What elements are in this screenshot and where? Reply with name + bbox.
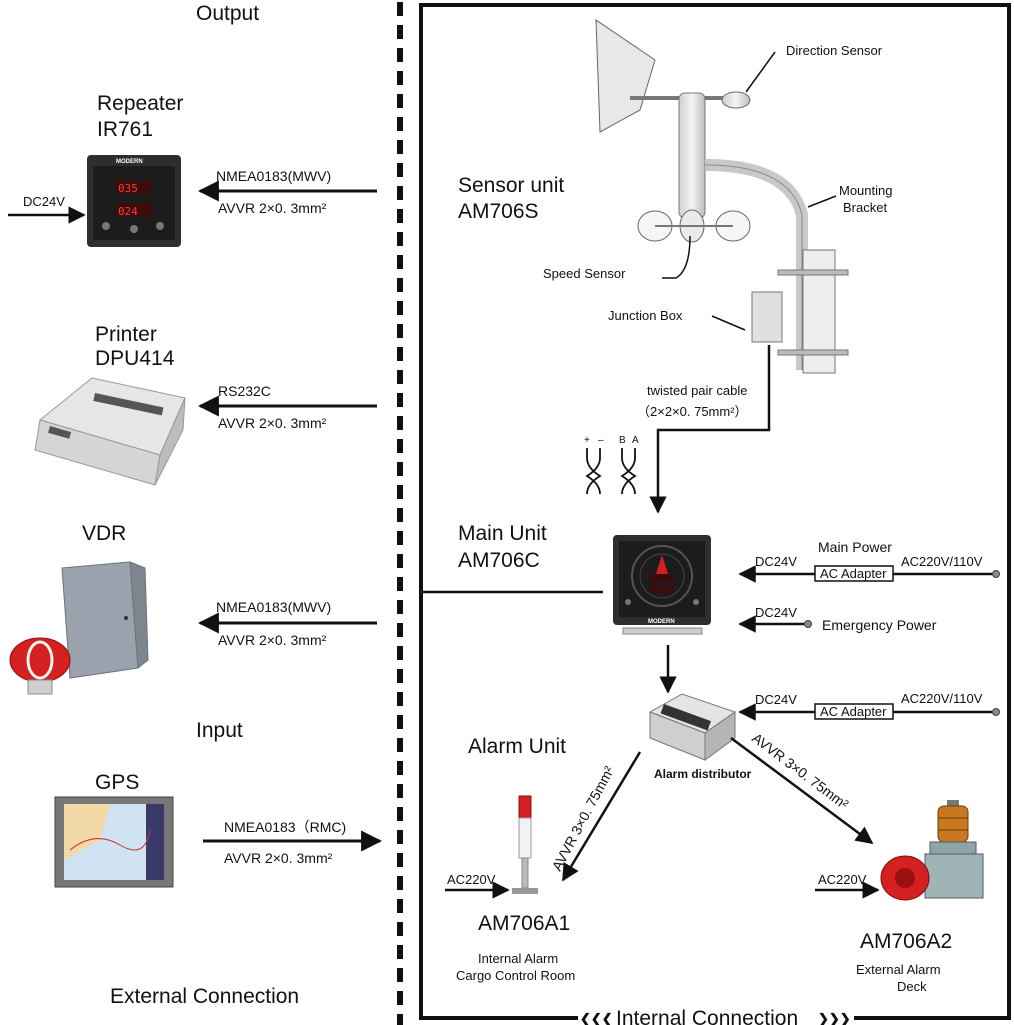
a1-desc-1: Internal Alarm [478, 951, 558, 966]
sensor-unit-model: AM706S [458, 200, 539, 223]
main-unit-name: Main Unit [458, 522, 547, 545]
mounting-bracket-label-1: Mounting [839, 183, 892, 198]
repeater-brand: MODERN [116, 159, 143, 165]
chevrons-right: ❯❯❯ [818, 1011, 851, 1025]
line-b: B [619, 435, 626, 446]
polarity-plus: + [584, 435, 590, 446]
direction-sensor-leader [745, 51, 776, 93]
junction-box-leader [711, 315, 746, 331]
a1-desc-2: Cargo Control Room [456, 968, 575, 983]
main-power-ac: AC220V/110V [901, 554, 983, 569]
repeater-signal: NMEA0183(MWV) [216, 168, 331, 184]
a1-power-label: AC220V [447, 872, 496, 887]
printer-name: Printer [95, 323, 157, 346]
main-power-label: Main Power [818, 539, 892, 555]
a2-desc-2: Deck [897, 979, 927, 994]
repeater-device: 035 024 [87, 155, 181, 247]
emergency-power-terminal [804, 620, 812, 628]
internal-label-bg [578, 1006, 854, 1025]
cable-to-a2-arrow [730, 736, 874, 845]
main-power-adapter-label: AC Adapter [820, 566, 887, 581]
twisted-pair-spec: （2×2×0. 75mm²） [637, 404, 748, 419]
alarm-power-dc: DC24V [755, 692, 797, 707]
alarm-power-adapter-label: AC Adapter [820, 704, 887, 719]
main-power-terminal [992, 570, 1000, 578]
cable-to-a1-label: AVVR 3×0. 75mm² [549, 763, 618, 873]
line-a: A [632, 435, 639, 446]
alarm-power-ac: AC220V/110V [901, 691, 983, 706]
a1-model: AM706A1 [478, 912, 570, 935]
gps-device [54, 796, 174, 888]
alarm-distributor-device [648, 693, 737, 761]
gps-name: GPS [95, 771, 139, 794]
direction-sensor-label: Direction Sensor [786, 43, 883, 58]
mounting-bracket-leader [807, 195, 837, 208]
main-unit-brand: MODERN [648, 619, 675, 625]
printer-device [34, 377, 186, 486]
cable-to-a1-arrow [561, 751, 642, 882]
alarm-distributor-label: Alarm distributor [654, 767, 752, 781]
alarm-unit-name: Alarm Unit [468, 735, 566, 758]
external-connection-heading: External Connection [110, 985, 299, 1008]
speed-sensor-leader [662, 235, 691, 279]
twisted-pair-label: twisted pair cable [647, 383, 747, 398]
chevrons-left: ❮❮❮ [580, 1011, 613, 1025]
alarm-power-terminal [992, 708, 1000, 716]
a2-power-label: AC220V [818, 872, 867, 887]
vdr-signal: NMEA0183(MWV) [216, 599, 331, 615]
emergency-power-dc: DC24V [755, 605, 797, 620]
gps-signal: NMEA0183（RMC) [224, 819, 346, 835]
repeater-power: DC24V [23, 194, 65, 209]
input-heading: Input [196, 719, 243, 742]
junction-box-label: Junction Box [608, 308, 683, 323]
repeater-name: Repeater [97, 92, 183, 115]
sensor-unit-device [595, 19, 849, 374]
a2-model: AM706A2 [860, 930, 952, 953]
internal-connection-heading: Internal Connection [616, 1007, 798, 1025]
twisted-pair-cable-line [649, 345, 771, 514]
printer-cable: AVVR 2×0. 3mm² [218, 415, 327, 431]
emergency-power-label: Emergency Power [822, 617, 937, 633]
polarity-minus: – [598, 435, 604, 446]
svg-text:035: 035 [118, 182, 138, 195]
a2-desc-1: External Alarm [856, 962, 941, 977]
repeater-model: IR761 [97, 118, 153, 141]
sensor-unit-name: Sensor unit [458, 174, 564, 197]
mounting-bracket-label-2: Bracket [843, 200, 887, 215]
a2-alarm-beacon [880, 800, 984, 901]
cable-to-a2-label: AVVR 3×0. 75mm² [749, 730, 852, 813]
main-power-dc: DC24V [755, 554, 797, 569]
printer-model: DPU414 [95, 347, 175, 370]
printer-signal: RS232C [218, 383, 271, 399]
vdr-cable: AVVR 2×0. 3mm² [218, 632, 327, 648]
output-heading: Output [196, 2, 259, 25]
gps-cable: AVVR 2×0. 3mm² [224, 850, 333, 866]
vdr-device [9, 561, 149, 695]
repeater-cable: AVVR 2×0. 3mm² [218, 200, 327, 216]
main-unit-model: AM706C [458, 549, 540, 572]
a1-signal-tower [512, 795, 538, 894]
svg-text:024: 024 [118, 205, 138, 218]
vdr-name: VDR [82, 522, 126, 545]
speed-sensor-label: Speed Sensor [543, 266, 626, 281]
main-unit-device [613, 535, 711, 635]
twisted-pair-symbols [585, 448, 637, 495]
